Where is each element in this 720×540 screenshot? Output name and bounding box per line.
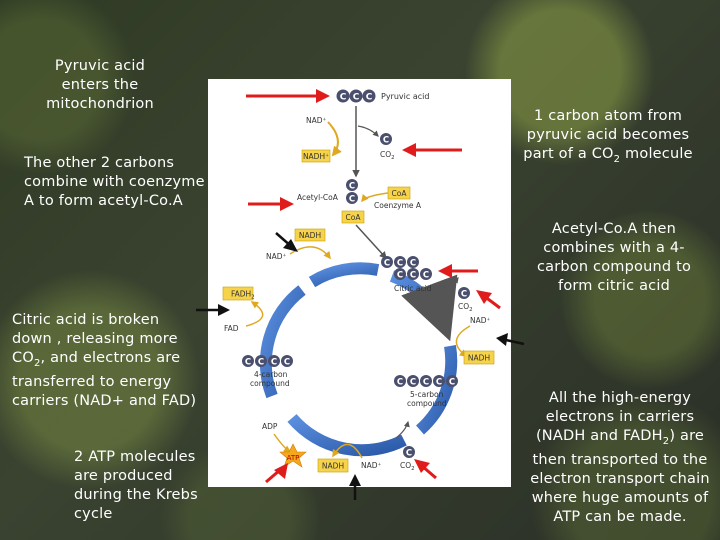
black-arrow-nadh-right: [496, 333, 525, 346]
coa-label-bottom: CoA: [346, 213, 362, 222]
black-arrow-nadh-bottom: [349, 474, 361, 500]
atp-star-icon: [279, 443, 307, 468]
acetyl-coa-molecule: C C: [346, 179, 358, 205]
note-one-carbon-part1: 1 carbon atom from pyruvic acid becomes …: [523, 108, 690, 162]
note-high-energy-sub: 2: [662, 435, 670, 447]
note-high-energy-part1: All the high-energy electrons in carrier…: [535, 390, 695, 444]
fadh-text: FADH: [231, 290, 251, 299]
note-citric-part1: Citric acid is broken down , releasing m…: [12, 312, 178, 366]
fad-label: FAD: [224, 324, 239, 333]
black-arrow-fadh2: [196, 304, 230, 316]
red-arrow-citric: [438, 264, 478, 278]
carbon-label: C: [397, 271, 403, 281]
coa-label-right: CoA: [392, 189, 408, 198]
red-arrow-acetyl: [248, 197, 294, 211]
note-one-carbon-part2: molecule: [620, 146, 693, 162]
nad-plus-label-top: NAD⁺: [306, 116, 327, 125]
red-arrow-co2-bottom: [414, 459, 437, 480]
krebs-cycle-panel: [208, 79, 511, 487]
note-acetyl-combines: Acetyl-Co.A then combines with a 4- carb…: [536, 221, 692, 294]
red-arrow-co2-right: [476, 290, 501, 310]
fadh2-label: FADH2: [231, 290, 255, 301]
carbon-label: C: [410, 378, 416, 388]
coenzyme-a-label: Coenzyme A: [374, 201, 422, 210]
carbon-label: C: [410, 259, 416, 269]
carbon-label: C: [271, 358, 277, 368]
nad-plus-label-1: NAD⁺: [266, 252, 287, 261]
red-arrow-co2: [402, 143, 462, 157]
carbon-label: C: [349, 195, 355, 205]
nadh-label-1: NADH: [299, 231, 321, 240]
five-carbon-label-2: compound: [407, 399, 447, 408]
red-arrow-atp: [265, 463, 288, 484]
carbon-label: C: [284, 358, 290, 368]
carbon-label: C: [258, 358, 264, 368]
carbon-label: C: [397, 378, 403, 388]
co2-label-bottom: CO2: [400, 461, 415, 472]
nad-plus-label-bottom: NAD⁺: [361, 461, 382, 470]
carbon-label: C: [423, 271, 429, 281]
atp-label: ATP: [287, 454, 300, 462]
note-atp-produced: 2 ATP molecules are produced during the …: [74, 449, 198, 522]
carbon-label: C: [461, 290, 467, 300]
carbon-label: C: [449, 378, 455, 388]
co2-label-top: CO2: [380, 150, 395, 161]
red-arrow-pyruvic: [246, 89, 330, 103]
five-carbon-label-1: 5-carbon: [410, 390, 444, 399]
co2-label-right: CO2: [458, 302, 473, 313]
nad-plus-label-right: NAD⁺: [470, 316, 491, 325]
co-text: CO: [400, 461, 411, 470]
note-citric-sub: 2: [33, 357, 41, 369]
note-pyruvic-enters: Pyruvic acid enters the mitochondrion: [46, 58, 154, 112]
nadh-label-right: NADH: [468, 354, 490, 363]
carbon-label: C: [340, 93, 347, 103]
carbon-label: C: [366, 93, 373, 103]
subscript-two: 2: [391, 155, 395, 161]
four-carbon-molecule: C C C C: [242, 355, 293, 368]
subscript-two: 2: [411, 466, 415, 472]
subscript-two: 2: [469, 307, 473, 313]
citric-acid-label: Citric acid: [394, 284, 432, 293]
five-carbon-molecule: C C C C C: [394, 375, 458, 388]
note-one-carbon-sub: 2: [613, 153, 621, 165]
acetyl-coa-label: Acetyl-CoA: [297, 193, 339, 202]
four-carbon-label-1: 4-carbon: [254, 370, 288, 379]
carbon-label: C: [410, 271, 416, 281]
carbon-label: C: [423, 378, 429, 388]
note-citric-part2: , and electrons are transferred to energ…: [12, 350, 197, 409]
citric-acid-molecule: C C C C C C: [381, 256, 432, 281]
note-citric-broken-down: Citric acid is broken down , releasing m…: [12, 311, 207, 411]
pyruvic-acid-molecule: C C C: [336, 89, 376, 103]
subscript-two: 2: [251, 295, 255, 301]
four-carbon-label-2: compound: [250, 379, 290, 388]
co-text: CO: [458, 302, 469, 311]
pyruvic-acid-label: Pyruvic acid: [381, 92, 429, 101]
nadh-label-bottom: NADH: [322, 462, 344, 471]
carbon-label: C: [349, 182, 355, 192]
carbon-label: C: [397, 259, 403, 269]
note-high-energy: All the high-energy electrons in carrier…: [524, 389, 716, 527]
note-high-energy-part2: ) are then transported to the electron t…: [530, 428, 710, 525]
adp-label: ADP: [262, 422, 278, 431]
carbon-label: C: [436, 378, 442, 388]
black-arrow-nadh-top: [275, 232, 298, 252]
carbon-label: C: [406, 449, 412, 459]
note-other-carbons: The other 2 carbons combine with coenzym…: [24, 155, 205, 209]
carbon-label: C: [384, 259, 390, 269]
carbon-label: C: [353, 93, 360, 103]
co-text: CO: [380, 150, 391, 159]
note-one-carbon: 1 carbon atom from pyruvic acid becomes …: [519, 107, 697, 169]
carbon-label: C: [383, 136, 389, 146]
carbon-label: C: [245, 358, 251, 368]
nadh-plus-label: NADH⁺: [303, 152, 329, 161]
